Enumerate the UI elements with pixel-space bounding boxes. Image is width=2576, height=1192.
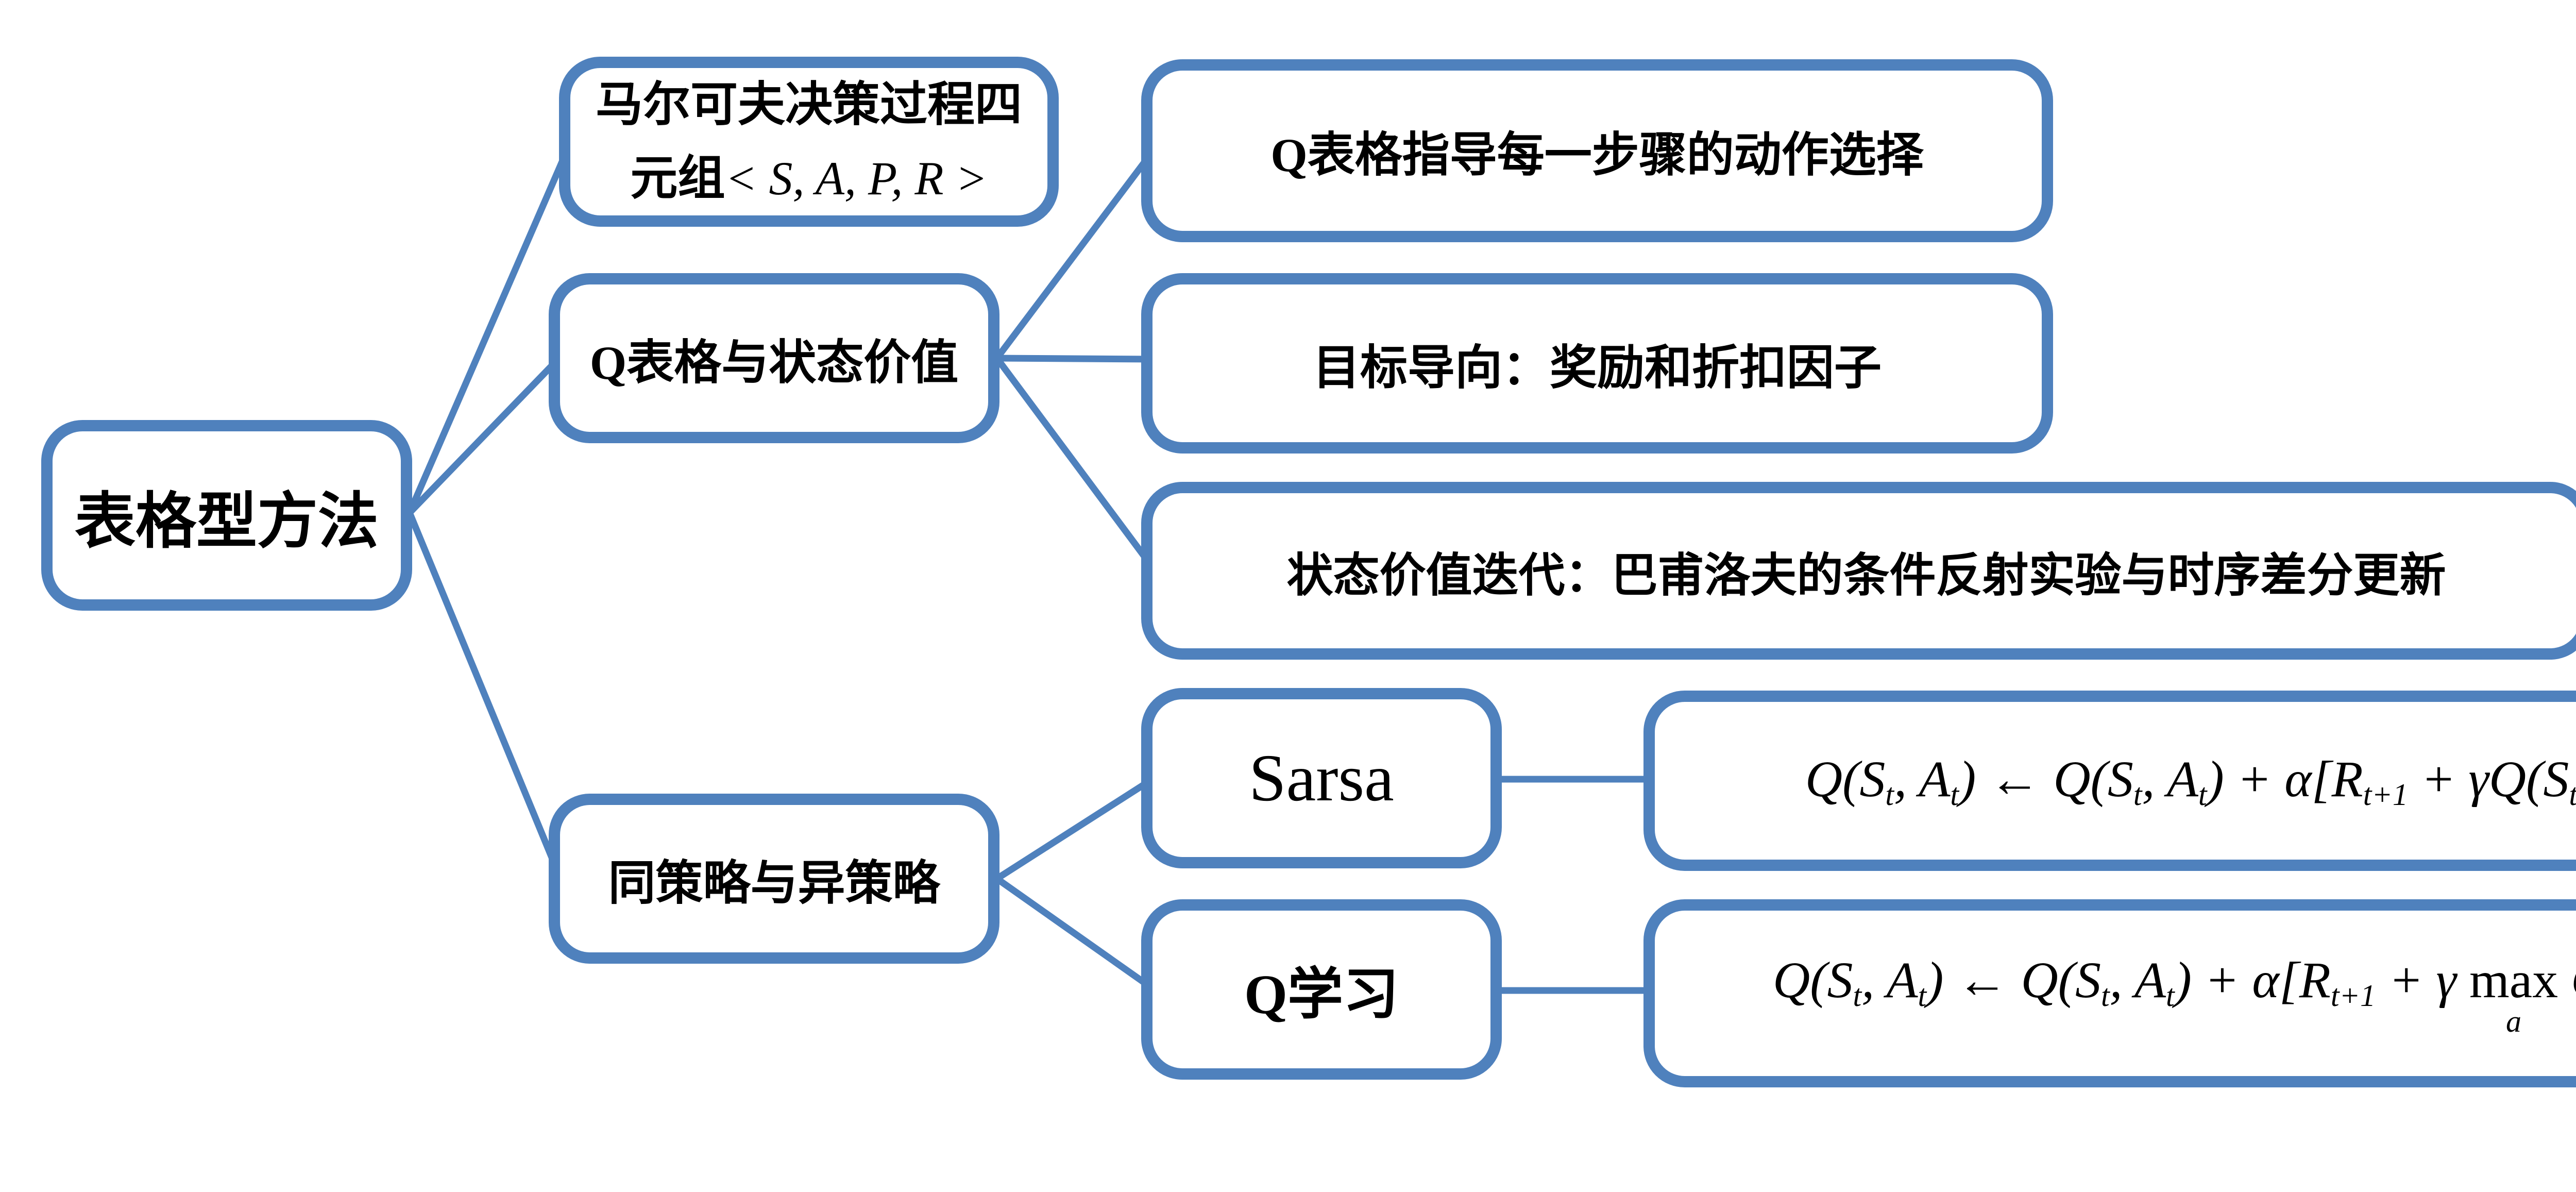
connector-qtable-qguide <box>994 147 1157 360</box>
node-state-value-iteration[interactable]: 状态价值迭代：巴甫洛夫的条件反射实验与时序差分更新 <box>1141 482 2576 660</box>
node-tabular-methods-label: 表格型方法 <box>74 488 379 556</box>
connector-root-qtable <box>407 353 564 515</box>
sarsa-formula-text: Q(St, At) ← Q(St, At) + α[Rt+1 + γQ(St+1… <box>1805 750 2576 812</box>
connector-onpolicy-qlearn <box>995 876 1156 993</box>
node-qtable-action-selection[interactable]: Q表格指导每一步骤的动作选择 <box>1141 59 2053 242</box>
node-goal-oriented[interactable]: 目标导向：奖励和折扣因子 <box>1141 273 2053 454</box>
node-goal-oriented-label: 目标导向：奖励和折扣因子 <box>1312 341 1882 394</box>
connector-root-mdp <box>406 138 575 514</box>
connector-qtable-valueiter <box>994 356 1157 572</box>
connector-root-onpolicy <box>406 511 565 883</box>
node-state-value-iteration-label: 状态价值迭代：巴甫洛夫的条件反射实验与时序差分更新 <box>1286 550 2446 601</box>
node-sarsa-formula[interactable]: Q(St, At) ← Q(St, At) + α[Rt+1 + γQ(St+1… <box>1643 691 2576 871</box>
mdp-label-line1: 马尔可夫决策过程四 <box>595 78 1022 131</box>
node-mdp-tuple[interactable]: 马尔可夫决策过程四 元组< S, A, P, R > <box>559 57 1059 227</box>
node-mdp-tuple-label: 马尔可夫决策过程四 元组< S, A, P, R > <box>596 68 1022 215</box>
mdp-label-tuple-math: < S, A, P, R > <box>725 152 988 205</box>
node-qlearning[interactable]: Q学习 <box>1141 899 1502 1080</box>
node-sarsa[interactable]: Sarsa <box>1141 688 1502 868</box>
mdp-label-line2-prefix: 元组 <box>630 152 725 205</box>
node-sarsa-label: Sarsa <box>1249 741 1394 815</box>
node-onpolicy-offpolicy-label: 同策略与异策略 <box>608 857 940 910</box>
node-qtable-action-selection-label: Q表格指导每一步骤的动作选择 <box>1270 129 1924 181</box>
node-qtable-state-value-label: Q表格与状态价值 <box>589 336 959 389</box>
node-qtable-state-value[interactable]: Q表格与状态价值 <box>549 273 999 443</box>
connector-qtable-goal <box>996 355 1155 363</box>
node-qlearning-label: Q学习 <box>1244 964 1399 1026</box>
connector-onpolicy-sarsa <box>995 775 1156 882</box>
node-onpolicy-offpolicy[interactable]: 同策略与异策略 <box>549 794 999 964</box>
node-tabular-methods[interactable]: 表格型方法 <box>41 420 412 611</box>
